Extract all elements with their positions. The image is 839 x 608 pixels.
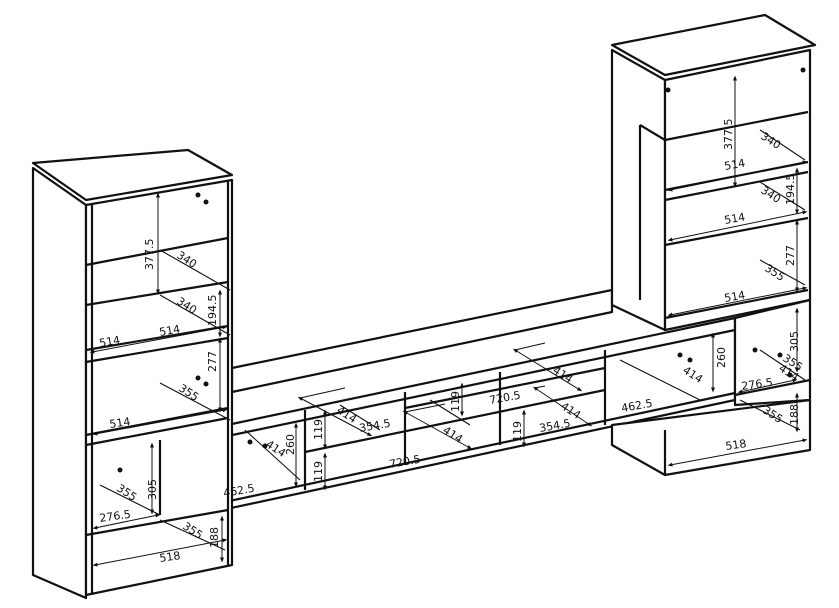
dim-label: 119 [312, 461, 325, 482]
right-cabinet-top [610, 13, 817, 77]
dim-label: 305 [146, 479, 159, 500]
right-cabinet [610, 13, 817, 477]
dim-label: 514 [723, 157, 746, 173]
dim-label: 354.5 [358, 417, 391, 435]
right-cabinet-side [610, 48, 667, 332]
dim-label: 354.5 [538, 417, 571, 435]
dim-label: 194.5 [784, 174, 797, 206]
dim-label: 518 [725, 437, 748, 453]
tv-unit [168, 288, 737, 522]
left-cabinet-top [31, 148, 234, 202]
dim-label: 119 [312, 419, 325, 440]
dim-label: 720.5 [488, 389, 521, 407]
dim-label: 514 [723, 211, 746, 227]
dim-label: 188 [208, 527, 221, 548]
dim-label: 119 [449, 391, 462, 412]
left-cabinet-side [31, 166, 88, 600]
dim-label: 260 [284, 434, 297, 455]
dim-label: 377.5 [143, 239, 156, 271]
dim-label: 514 [98, 334, 121, 350]
dim-label: 462.5 [222, 482, 255, 500]
left-cabinet-front [84, 178, 234, 597]
dim-label: 462.5 [620, 397, 653, 415]
left-cabinet [31, 148, 234, 600]
dim-label: 377.5 [722, 119, 735, 151]
dim-label: 305 [788, 331, 801, 352]
dim-label: 119 [511, 421, 524, 442]
dim-label: 514 [109, 415, 132, 431]
dim-label: 194.5 [206, 295, 219, 327]
dim-label: 188 [788, 404, 801, 425]
dim-label: 260 [715, 347, 728, 368]
dim-label: 277 [206, 351, 219, 372]
dim-label: 514 [723, 289, 746, 305]
dim-label: 720.5 [388, 453, 421, 471]
dim-label: 277 [784, 245, 797, 266]
dim-label: 518 [159, 549, 182, 565]
dim-label: 276.5 [741, 376, 774, 393]
tv-unit-labels: 260 414 462.5 119 414 354.5 119 720.5 41… [222, 347, 801, 500]
dim-label: 276.5 [99, 508, 132, 525]
dim-label: 514 [158, 323, 181, 339]
